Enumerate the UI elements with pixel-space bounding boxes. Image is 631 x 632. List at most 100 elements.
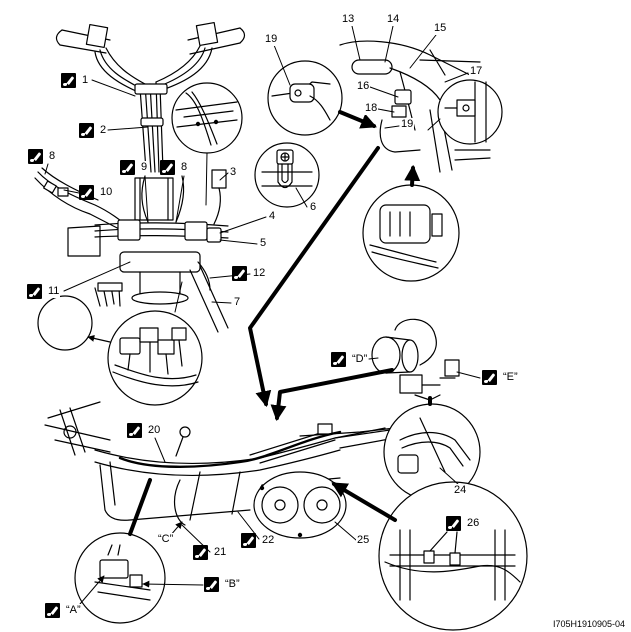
view-c-label: “C” <box>157 533 175 546</box>
callout-6-label: 6 <box>309 201 318 214</box>
pen-marker-icon <box>482 370 497 385</box>
callout-3: 3 <box>229 166 238 179</box>
pointer-arrows <box>128 110 432 536</box>
callout-18-label: 18 <box>364 102 379 115</box>
view-b: “B” <box>204 577 241 592</box>
callout-12-label: 12 <box>252 267 267 280</box>
detail-view-connectors <box>107 281 203 406</box>
callout-13-label: 13 <box>341 13 356 26</box>
pen-marker-icon <box>331 352 346 367</box>
handlebar-assembly <box>55 21 246 173</box>
callout-24: 24 <box>453 484 468 497</box>
callout-4: 4 <box>268 210 277 223</box>
callout-25: 25 <box>356 534 371 547</box>
callout-10: 10 <box>79 185 114 200</box>
callout-24-label: 24 <box>453 484 468 497</box>
callout-26: 26 <box>446 516 481 531</box>
callout-21-label: 21 <box>213 546 228 559</box>
pen-marker-icon <box>241 533 256 548</box>
pen-marker-icon <box>446 516 461 531</box>
callout-6: 6 <box>309 201 318 214</box>
pen-marker-icon <box>79 185 94 200</box>
callout-1-label: 1 <box>81 74 90 87</box>
detail-circle-empty <box>37 295 93 351</box>
detail-view-tube-clamp <box>427 79 503 145</box>
callout-14: 14 <box>386 13 401 26</box>
callout-22-label: 22 <box>261 534 276 547</box>
detail-view-u-clamp <box>254 142 320 208</box>
detail-view-harness-clamp <box>171 82 243 206</box>
callout-11: 11 <box>27 284 61 299</box>
pen-marker-icon <box>61 73 76 88</box>
callout-14-label: 14 <box>386 13 401 26</box>
engine-case <box>253 471 347 539</box>
callout-12: 12 <box>232 266 267 281</box>
detail-view-clamps-26 <box>378 481 528 631</box>
callout-19-right: 19 <box>400 118 415 131</box>
callout-4-label: 4 <box>268 210 277 223</box>
callout-22: 22 <box>241 533 276 548</box>
pen-marker-icon <box>28 149 43 164</box>
leader-lines <box>44 25 481 605</box>
frame <box>44 401 396 526</box>
detail-view-component-block <box>362 184 460 282</box>
view-a-label: “A” <box>65 604 82 617</box>
callout-2: 2 <box>79 123 108 138</box>
pen-marker-icon <box>160 160 175 175</box>
callout-15-label: 15 <box>433 22 448 35</box>
intake-component-assembly <box>371 318 460 401</box>
view-d-label: “D” <box>351 353 369 366</box>
callout-8-left-label: 8 <box>48 150 57 163</box>
pen-marker-icon <box>232 266 247 281</box>
view-b-label: “B” <box>224 578 241 591</box>
rear-harness-assembly <box>339 40 491 173</box>
view-a: “A” <box>45 603 82 618</box>
callout-10-label: 10 <box>99 186 114 199</box>
callout-9: 9 <box>120 160 149 175</box>
callout-8-left: 8 <box>28 149 57 164</box>
callout-19-top: 19 <box>264 33 279 46</box>
view-d: “D” <box>331 352 369 367</box>
callout-13: 13 <box>341 13 356 26</box>
detail-view-hose-24 <box>383 403 481 501</box>
callout-20: 20 <box>127 423 162 438</box>
callout-17: 17 <box>469 65 484 78</box>
callout-9-label: 9 <box>140 161 149 174</box>
pen-marker-icon <box>45 603 60 618</box>
steering-head-harness <box>34 167 229 333</box>
view-e-label: “E” <box>502 371 519 384</box>
callout-2-label: 2 <box>99 124 108 137</box>
pen-marker-icon <box>79 123 94 138</box>
callout-15: 15 <box>433 22 448 35</box>
view-c: “C” <box>157 533 175 546</box>
callout-20-label: 20 <box>147 424 162 437</box>
callout-1: 1 <box>61 73 90 88</box>
callout-8-center: 8 <box>160 160 189 175</box>
callout-18: 18 <box>364 102 379 115</box>
callout-21: 21 <box>193 545 228 560</box>
callout-19-right-label: 19 <box>400 118 415 131</box>
callout-25-label: 25 <box>356 534 371 547</box>
callout-5-label: 5 <box>259 237 268 250</box>
callout-7-label: 7 <box>233 296 242 309</box>
callout-16-label: 16 <box>356 80 371 93</box>
detail-view-clamp-19 <box>267 60 343 136</box>
callout-19-top-label: 19 <box>264 33 279 46</box>
pen-marker-icon <box>204 577 219 592</box>
callout-8-center-label: 8 <box>180 161 189 174</box>
callout-26-label: 26 <box>466 517 481 530</box>
callout-3-label: 3 <box>229 166 238 179</box>
callout-16: 16 <box>356 80 371 93</box>
figure-id: I705H1910905-04 <box>552 619 625 629</box>
callout-17-label: 17 <box>469 65 484 78</box>
callout-11-label: 11 <box>47 285 61 298</box>
pen-marker-icon <box>120 160 135 175</box>
pen-marker-icon <box>193 545 208 560</box>
callout-5: 5 <box>259 237 268 250</box>
detail-view-a-b <box>74 532 166 624</box>
callout-7: 7 <box>233 296 242 309</box>
pen-marker-icon <box>27 284 42 299</box>
pen-marker-icon <box>127 423 142 438</box>
